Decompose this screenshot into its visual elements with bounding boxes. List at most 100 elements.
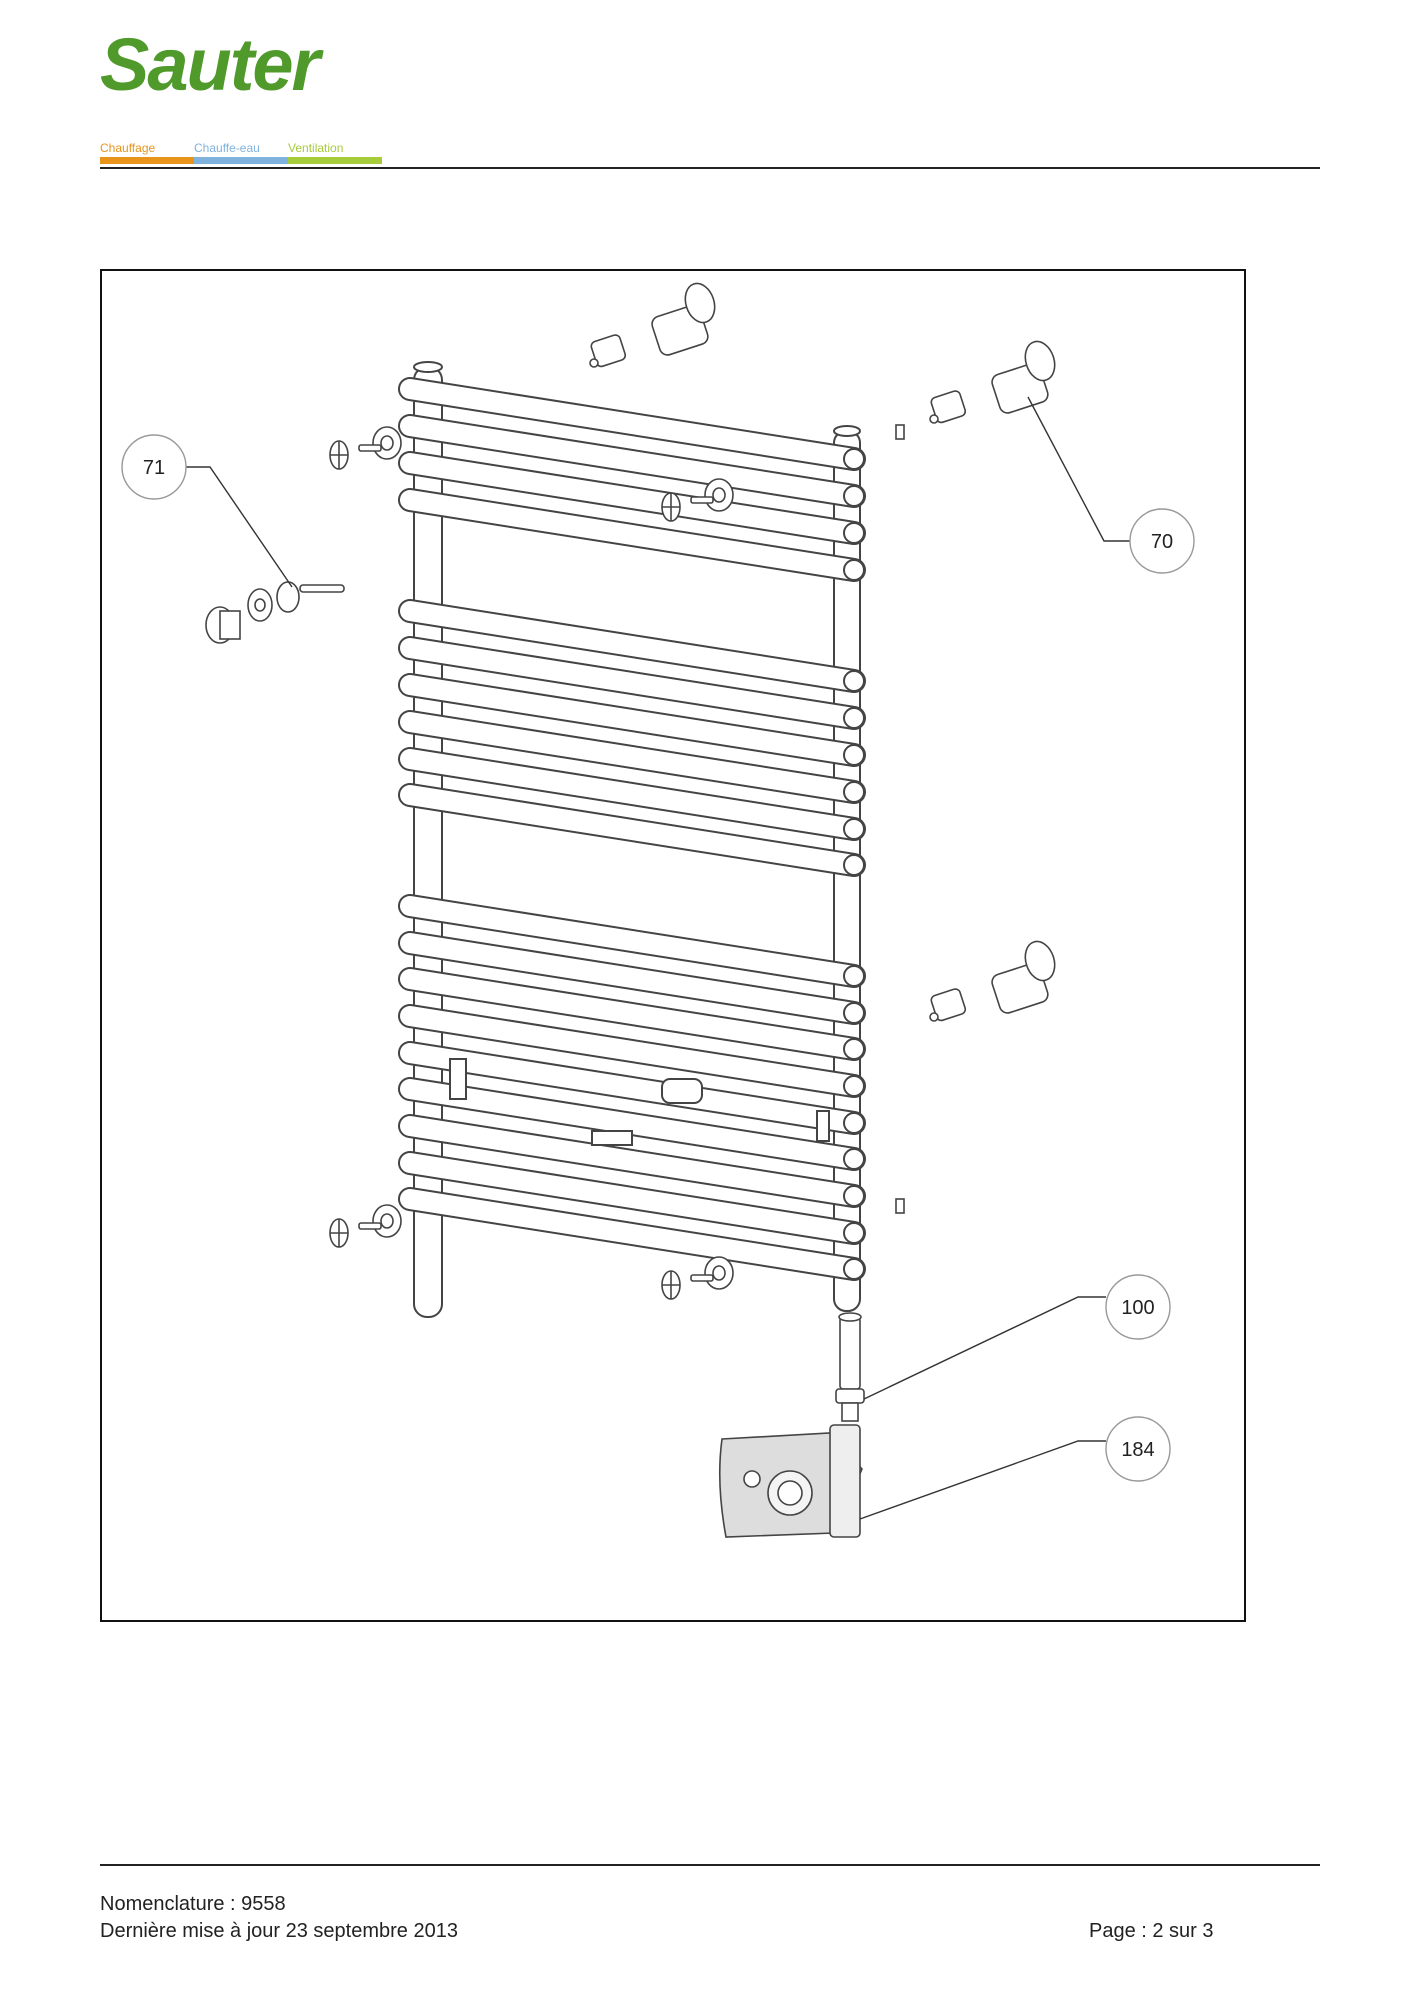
radiator-tube — [398, 967, 866, 1061]
plug-body — [590, 334, 627, 368]
tube-end-cap — [843, 818, 865, 840]
wall-bracket — [329, 426, 402, 470]
cap-end — [684, 282, 716, 324]
bracket-hole — [380, 1213, 394, 1229]
element-tube — [839, 1316, 861, 1390]
element-top — [838, 1312, 862, 1322]
thermostat-controller — [718, 1424, 863, 1538]
radiator-tube — [398, 377, 866, 471]
radiator-tube — [398, 414, 866, 508]
bracket-screw — [690, 496, 714, 504]
radiator-tube — [398, 599, 866, 693]
radiator-tube — [398, 1187, 866, 1281]
category-bar-chauffe-eau — [194, 157, 288, 164]
top-plug-left — [589, 334, 627, 368]
radiator-tube — [398, 1041, 866, 1135]
tube-end-cap — [843, 854, 865, 876]
wall-bracket-exploded — [205, 581, 345, 644]
bottom-plug-right — [929, 988, 967, 1022]
callout-label: 70 — [1151, 531, 1173, 553]
nomenclature-text: Nomenclature : 9558 — [100, 1893, 286, 1915]
category-ventilation: Ventilation — [288, 141, 344, 155]
element-bracket — [661, 1078, 703, 1104]
leader-line — [859, 1440, 1106, 1520]
left-post-top — [413, 361, 443, 373]
element-bracket — [449, 1058, 467, 1100]
washer-hole — [254, 598, 266, 612]
radiator-tube — [398, 488, 866, 582]
tube-end-cap — [843, 1222, 865, 1244]
small-screw — [895, 424, 905, 440]
radiator-tube — [398, 931, 866, 1025]
tube-end-cap — [843, 781, 865, 803]
plug-nub — [929, 414, 939, 424]
callout-bubble — [1129, 508, 1195, 574]
tube-end-cap — [843, 670, 865, 692]
sauter-logo: Sauter — [100, 23, 320, 106]
tube-end-cap — [843, 559, 865, 581]
bracket-ring — [276, 581, 300, 613]
radiator-tube — [398, 783, 866, 877]
long-screw — [299, 584, 345, 593]
radiator-tube — [398, 747, 866, 841]
plug-nub — [589, 358, 599, 368]
element-bracket — [816, 1110, 830, 1142]
leader-line — [1027, 396, 1132, 542]
tube-end-cap — [843, 707, 865, 729]
element-bracket — [591, 1130, 633, 1146]
callout-bubble — [1105, 1274, 1171, 1340]
cap-end — [1024, 340, 1056, 382]
radiator-tube — [398, 1077, 866, 1171]
tube-end-cap — [843, 1002, 865, 1024]
tube-end-cap — [843, 1148, 865, 1170]
leader-line — [863, 1296, 1106, 1400]
wall-bracket — [329, 1204, 402, 1248]
radiator-tube — [398, 1114, 866, 1208]
tube-end-cap — [843, 744, 865, 766]
bracket-screw — [358, 444, 382, 452]
tube-end-cap — [843, 485, 865, 507]
dial-center — [777, 1480, 803, 1506]
leader-line — [182, 466, 293, 588]
tube-end-cap — [843, 1258, 865, 1280]
tube-end-cap — [843, 1075, 865, 1097]
tube-end-cap — [843, 1038, 865, 1060]
last-update-text: Dernière mise à jour 23 septembre 2013 — [100, 1920, 458, 1942]
knob-body — [219, 610, 241, 640]
small-screw — [895, 1198, 905, 1214]
radiator-tube — [398, 894, 866, 988]
tube-end-cap — [843, 1112, 865, 1134]
plug-body — [930, 988, 967, 1022]
bracket-hole — [380, 435, 394, 451]
thermostat-clamp — [829, 1424, 861, 1538]
radiator-tube — [398, 710, 866, 804]
radiator-tube — [398, 451, 866, 545]
category-bar-ventilation — [288, 157, 382, 164]
radiator-tube — [398, 1151, 866, 1245]
footer-divider — [100, 1864, 1320, 1866]
category-chauffage: Chauffage — [100, 141, 156, 155]
tube-end-cap — [843, 1185, 865, 1207]
towel-radiator — [398, 361, 866, 1318]
tube-end-cap — [843, 522, 865, 544]
radiator-tube — [398, 636, 866, 730]
element-nut — [835, 1388, 865, 1404]
callout-100: 100 — [863, 1274, 1171, 1400]
plug-body — [930, 390, 967, 424]
callout-bubble — [121, 434, 187, 500]
bracket-hole — [712, 1265, 726, 1281]
top-cap-right — [991, 340, 1056, 414]
top-plug-right — [929, 390, 967, 424]
bracket-hole — [712, 487, 726, 503]
header-divider — [100, 167, 1320, 169]
bracket-screw — [358, 1222, 382, 1230]
callout-label: 71 — [143, 457, 165, 479]
page-number: Page : 2 sur 3 — [1089, 1920, 1214, 1942]
radiator-tube — [398, 1004, 866, 1098]
callout-70: 70 — [1027, 396, 1195, 574]
tube-end-cap — [843, 965, 865, 987]
cap-end — [1024, 940, 1056, 982]
bottom-cap-right — [991, 940, 1056, 1014]
